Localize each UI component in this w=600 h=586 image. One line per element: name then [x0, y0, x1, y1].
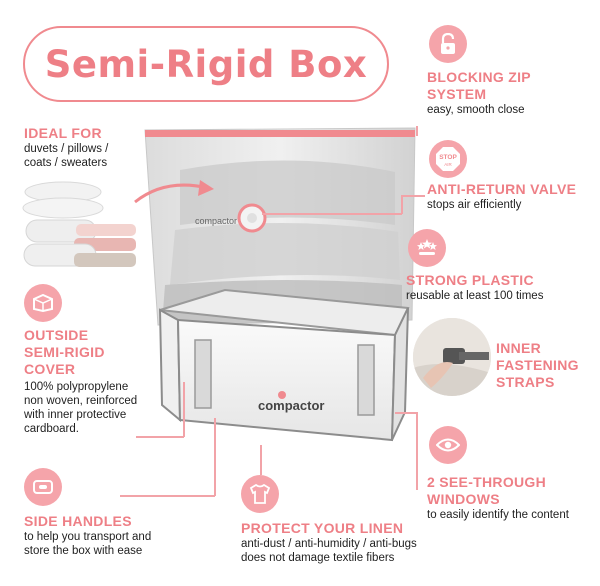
padlock-icon — [429, 25, 467, 63]
page-title: Semi-Rigid Box — [44, 42, 368, 86]
right-window — [357, 344, 375, 416]
title-pill: Semi-Rigid Box — [23, 26, 389, 102]
handle-icon — [24, 468, 62, 506]
blocking-zip-title-1: BLOCKING ZIP — [427, 69, 531, 85]
ideal-for-line2: coats / sweaters — [24, 157, 108, 169]
stars-icon — [408, 229, 446, 267]
windows-desc: to easily identify the content — [427, 509, 569, 521]
stop-sign-icon: STOP AIR — [429, 140, 467, 178]
strong-plastic-title: STRONG PLASTIC — [406, 272, 534, 288]
connector-valve-2 — [401, 195, 425, 197]
shirt-icon — [241, 475, 279, 513]
strong-plastic-block: STRONG PLASTIC reusable at least 100 tim… — [406, 272, 596, 303]
strong-plastic-desc: reusable at least 100 times — [406, 290, 544, 302]
connector-valve — [262, 213, 402, 215]
side-handles-line2: store the box with ease — [24, 545, 143, 557]
windows-title-2: WINDOWS — [427, 491, 500, 507]
box-icon — [24, 284, 62, 322]
outside-title-3: COVER — [24, 361, 76, 377]
arrow-icon — [134, 180, 214, 204]
zip-strip — [145, 130, 415, 137]
anti-return-desc: stops air efficiently — [427, 199, 522, 211]
eye-icon — [429, 426, 467, 464]
blocking-zip-block: BLOCKING ZIP SYSTEM easy, smooth close — [427, 69, 597, 117]
outside-line3: with inner protective — [24, 409, 127, 421]
windows-title-1: 2 SEE-THROUGH — [427, 474, 547, 490]
connector-windows-v — [416, 412, 418, 490]
connector-protect — [260, 445, 262, 475]
ideal-for-title: IDEAL FOR — [24, 125, 102, 141]
left-window — [194, 339, 212, 409]
ideal-for-line1: duvets / pillows / — [24, 143, 109, 155]
side-handles-block: SIDE HANDLES to help you transport and s… — [24, 513, 214, 558]
box-brand-mark: compactor — [258, 398, 324, 413]
straps-line1: INNER — [496, 340, 542, 356]
connector-outside-v — [183, 382, 185, 437]
side-handles-title: SIDE HANDLES — [24, 513, 132, 529]
anti-return-title: ANTI-RETURN VALVE — [427, 181, 577, 197]
anti-return-block: ANTI-RETURN VALVE stops air efficiently — [427, 181, 597, 212]
svg-text:STOP: STOP — [439, 154, 457, 161]
outside-title-2: SEMI-RIGID — [24, 344, 105, 360]
connector-valve-3 — [401, 195, 403, 214]
blocking-zip-desc: easy, smooth close — [427, 104, 525, 116]
protect-line1: anti-dust / anti-humidity / anti-bugs — [241, 538, 417, 550]
protect-block: PROTECT YOUR LINEN anti-dust / anti-humi… — [241, 520, 441, 565]
outside-cover-block: OUTSIDE SEMI-RIGID COVER 100% polypropyl… — [24, 327, 164, 436]
connector-outside — [136, 436, 184, 438]
bag-brand-mark: compactor — [195, 216, 237, 226]
connector-zip — [416, 126, 418, 136]
blocking-zip-title-2: SYSTEM — [427, 86, 487, 102]
protect-title: PROTECT YOUR LINEN — [241, 520, 404, 536]
outside-line1: 100% polypropylene — [24, 381, 129, 393]
connector-windows — [395, 412, 417, 414]
connector-handles-v — [214, 418, 216, 496]
straps-block: INNER FASTENING STRAPS — [496, 340, 596, 391]
outside-line2: non woven, reinforced — [24, 395, 138, 407]
outside-title-1: OUTSIDE — [24, 327, 89, 343]
windows-block: 2 SEE-THROUGH WINDOWS to easily identify… — [427, 474, 597, 522]
svg-text:AIR: AIR — [444, 162, 452, 167]
ideal-for-block: IDEAL FOR duvets / pillows / coats / swe… — [24, 125, 154, 170]
connector-handles — [120, 495, 215, 497]
straps-line2: FASTENING — [496, 357, 579, 373]
side-handles-line1: to help you transport and — [24, 531, 152, 543]
product-illustration: compactor compactor — [144, 127, 416, 442]
straps-line3: STRAPS — [496, 374, 555, 390]
strap-photo — [413, 318, 491, 396]
protect-line2: does not damage textile fibers — [241, 552, 395, 564]
linen-stack-illustration — [22, 181, 136, 267]
outside-line4: cardboard. — [24, 423, 79, 435]
